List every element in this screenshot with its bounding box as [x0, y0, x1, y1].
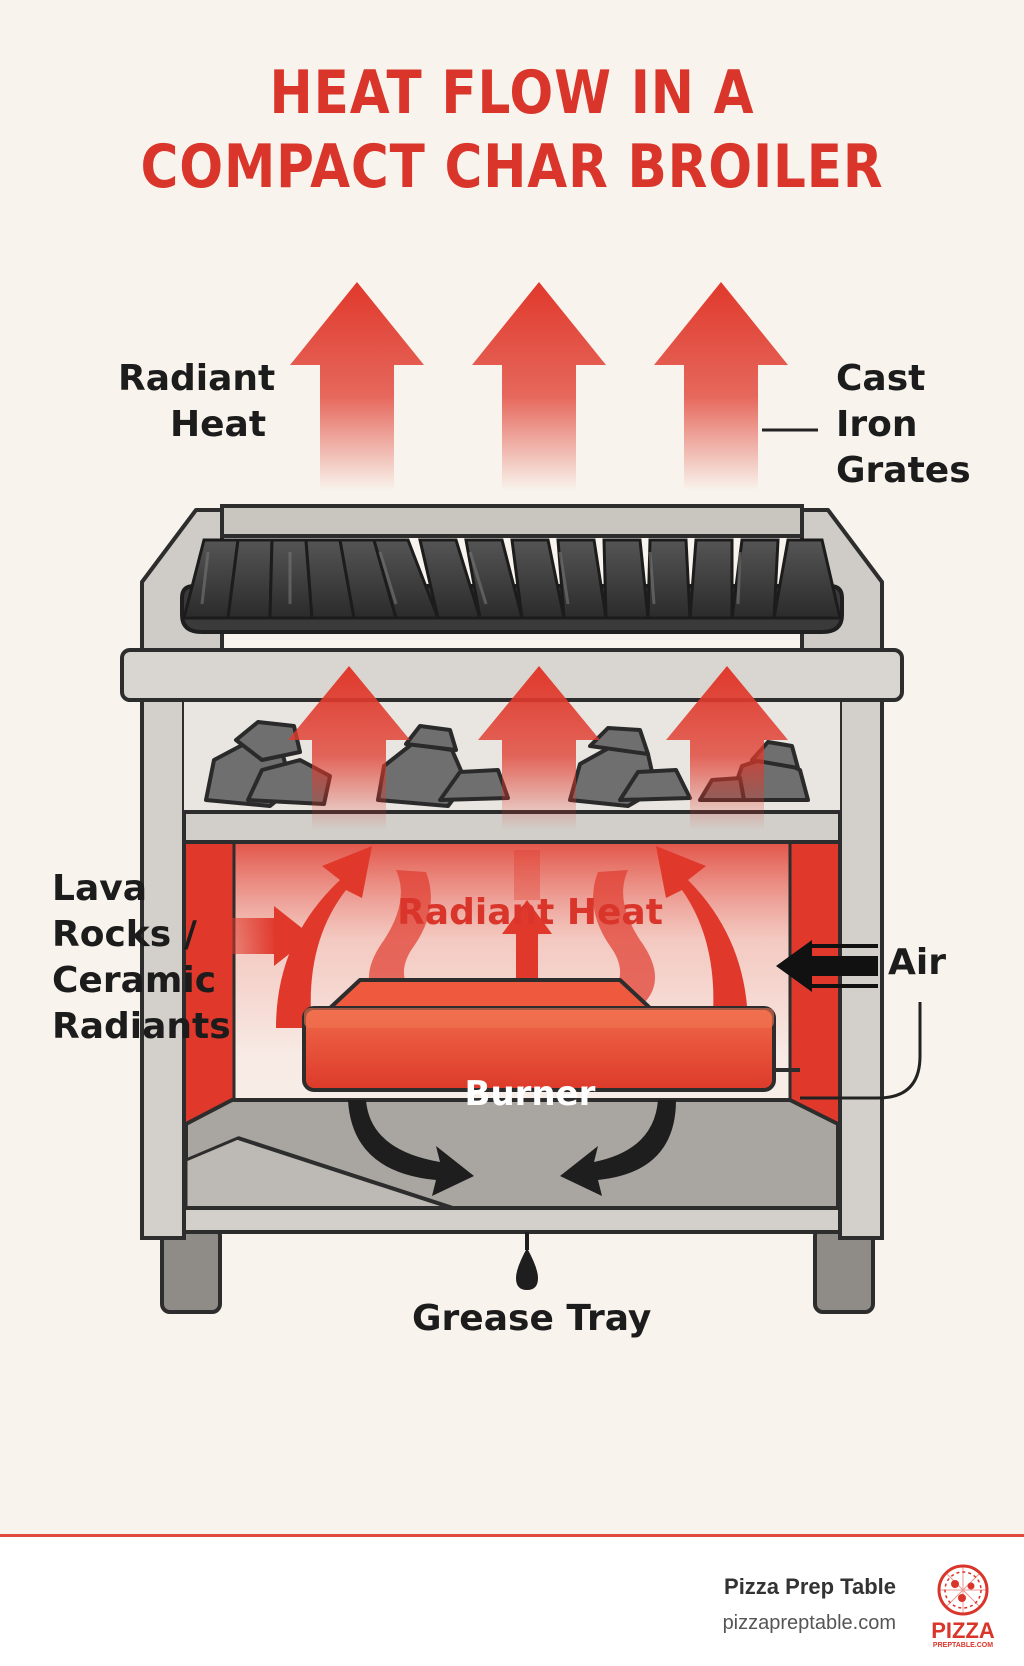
label-radiant-heat-top: Radiant Heat [118, 358, 276, 445]
drop-icon [516, 1232, 538, 1290]
chamber-wall-right [790, 842, 838, 1122]
up-arrow-icon [288, 666, 410, 830]
left-airflow-arrow [186, 906, 312, 966]
up-arrow-icon [666, 666, 788, 830]
title-line-2: COMPACT CHAR BROILER [140, 132, 884, 202]
title-line-1: HEAT FLOW IN A [269, 58, 755, 128]
label-grease-tray: Grease Tray [412, 1298, 652, 1339]
up-arrow-icon [502, 900, 552, 980]
label-cast-iron-grates: Cast Iron Grates [836, 358, 971, 491]
label-radiant-heat-center: Radiant Heat [397, 892, 663, 933]
up-arrow-icon [478, 666, 600, 830]
brand-name: Pizza Prep Table [724, 1574, 896, 1599]
footer-divider [0, 1534, 1024, 1537]
label-air: Air [888, 942, 946, 983]
top-heat-arrows [290, 282, 788, 490]
cast-iron-grate [180, 538, 844, 634]
drip-arrows [348, 1100, 676, 1196]
footer [0, 1537, 1024, 1666]
grate-ledge [120, 648, 904, 702]
curved-heat-arrows [276, 846, 748, 1028]
logo-subtext: PREPTABLE.COM [932, 1642, 994, 1649]
up-arrow-icon [472, 282, 606, 490]
brand-url[interactable]: pizzapreptable.com [722, 1612, 896, 1634]
air-arrow [776, 940, 922, 1100]
pizza-logo-icon [937, 1564, 989, 1616]
grease-tray-area [182, 1098, 842, 1234]
middle-heat-arrows [288, 666, 788, 830]
char-broiler-diagram [120, 282, 922, 1314]
page-title: HEAT FLOW IN A COMPACT CHAR BROILER [72, 56, 953, 204]
chamber-wall-left [186, 842, 234, 1122]
up-arrow-icon [654, 282, 788, 490]
burner [302, 978, 800, 1092]
label-burner: Burner [464, 1074, 596, 1114]
logo-text: PIZZA [931, 1618, 995, 1643]
left-arrow-icon [776, 940, 878, 992]
label-lava-rocks: Lava Rocks / Ceramic Radiants [52, 868, 231, 1047]
up-arrow-icon [290, 282, 424, 490]
